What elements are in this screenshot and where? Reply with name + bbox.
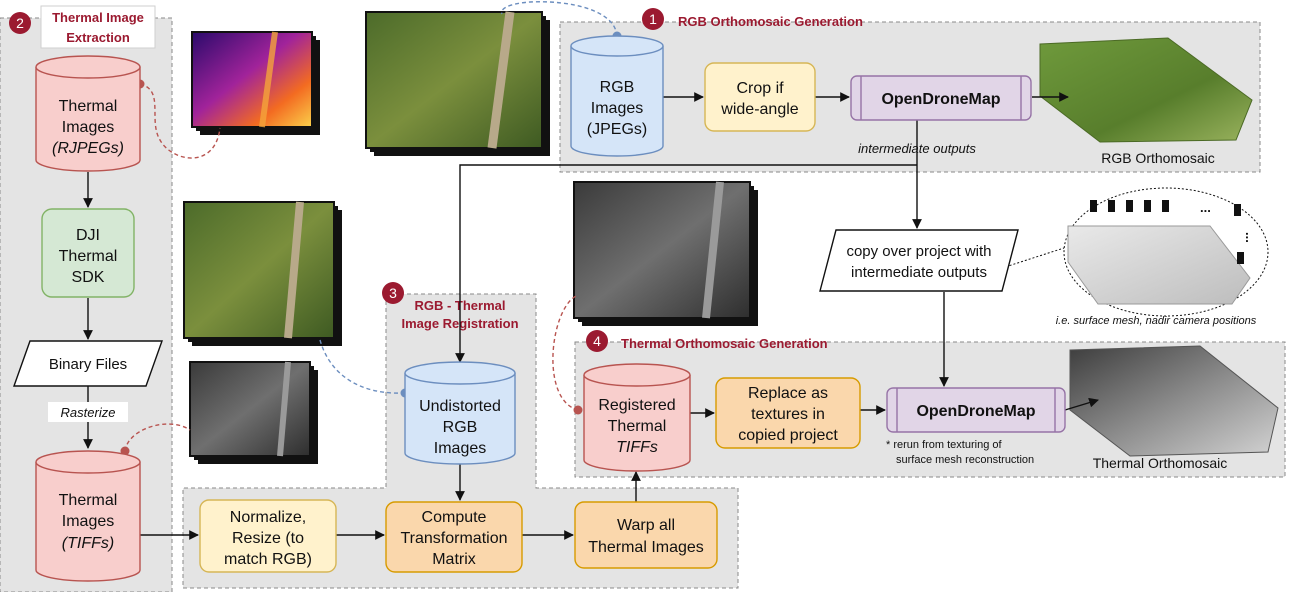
rgb-images-line1: RGB <box>600 79 635 96</box>
section-4-number: 4 <box>593 333 601 349</box>
grey-thermal-image-stack-left <box>189 361 318 464</box>
replace-textures-line2: textures in <box>751 406 825 423</box>
warp-line2: Thermal Images <box>588 539 704 556</box>
section-1-number: 1 <box>649 11 657 27</box>
undistorted-rgb-line2: RGB <box>443 419 478 436</box>
warp-node: Warp all Thermal Images <box>574 501 718 569</box>
crop-line1: Crop if <box>736 80 784 97</box>
replace-textures-line3: copied project <box>738 427 838 444</box>
intermediate-outputs-label: intermediate outputs <box>858 141 976 156</box>
section-1-title: RGB Orthomosaic Generation <box>678 14 863 29</box>
undistorted-rgb-node: Undistorted RGB Images <box>404 361 516 465</box>
compute-matrix-line1: Compute <box>422 509 487 526</box>
section-3-badge <box>382 282 404 304</box>
aerial-rgb-image-stack-mid <box>183 201 342 346</box>
registered-thermal-line1: Registered <box>598 397 675 414</box>
rerun-note-line2: surface mesh reconstruction <box>896 454 1034 466</box>
crop-node: Crop if wide-angle <box>704 62 816 132</box>
mesh-note: i.e. surface mesh, nadir camera position… <box>1056 315 1257 327</box>
thermal-tiffs-line3: (TIFFs) <box>62 535 114 552</box>
rgb-orthomosaic-image <box>1039 37 1253 143</box>
compute-matrix-line3: Matrix <box>432 551 476 568</box>
normalize-line1: Normalize, <box>230 509 306 526</box>
dji-sdk-line1: DJI <box>76 227 100 244</box>
thermal-orthomosaic-label: Thermal Orthomosaic <box>1093 455 1228 471</box>
dji-sdk-line2: Thermal <box>59 248 118 265</box>
registered-thermal-node: Registered Thermal TIFFs <box>583 363 691 472</box>
rgb-orthomosaic-label: RGB Orthomosaic <box>1101 150 1215 166</box>
section-2-header: 2 Thermal Image Extraction <box>9 5 156 49</box>
link-thermal-tiffs-images <box>124 423 191 452</box>
arrow-odm2-to-ortho <box>1064 397 1099 411</box>
link-rgb-images-top <box>500 1 618 37</box>
mesh-ellipsis-horizontal: ... <box>1200 200 1211 215</box>
section-2-number: 2 <box>16 15 24 31</box>
link-undistorted-rgb <box>319 339 406 394</box>
copy-project-line2: intermediate outputs <box>851 264 987 281</box>
link-registered-thermal <box>552 295 579 411</box>
compute-matrix-node: Compute Transformation Matrix <box>385 501 523 573</box>
rasterize-label: Rasterize <box>61 405 116 420</box>
thermal-rjpeg-node: Thermal Images (RJPEGs) <box>35 55 141 172</box>
section-2-title-line2: Extraction <box>66 30 130 45</box>
warp-line1: Warp all <box>617 517 675 534</box>
surface-mesh-illustration: ... ... <box>1063 187 1269 317</box>
thermal-tiffs-node: Thermal Images (TIFFs) <box>35 450 141 582</box>
rgb-images-line3: (JPEGs) <box>587 121 647 138</box>
aerial-rgb-image-stack-top <box>365 11 550 156</box>
thermal-rjpeg-line2: Images <box>62 119 114 136</box>
grey-thermal-image-stack-right <box>573 181 758 326</box>
thermal-rjpeg-line3: (RJPEGs) <box>52 140 124 157</box>
replace-textures-node: Replace as textures in copied project <box>715 377 861 449</box>
link-mesh-note <box>1001 247 1065 269</box>
thermal-tiffs-line2: Images <box>62 513 114 530</box>
section-4-header: 4 Thermal Orthomosaic Generation <box>586 330 828 352</box>
section-1-badge <box>642 8 664 30</box>
normalize-node: Normalize, Resize (to match RGB) <box>199 499 337 573</box>
dji-sdk-node: DJI Thermal SDK <box>41 208 135 298</box>
section-4-badge <box>586 330 608 352</box>
dji-sdk-line3: SDK <box>72 269 105 286</box>
normalize-line3: match RGB) <box>224 551 312 568</box>
rgb-images-node: RGB Images (JPEGs) <box>570 35 664 157</box>
crop-line2: wide-angle <box>720 101 798 118</box>
section-2-badge <box>9 12 31 34</box>
opendronemap-label-2: OpenDroneMap <box>916 403 1035 420</box>
mesh-ellipsis-vertical: ... <box>1243 232 1258 243</box>
thermal-rjpeg-line1: Thermal <box>59 98 118 115</box>
link-thermal-rjpeg-images <box>139 83 221 159</box>
binary-files-label: Binary Files <box>49 356 127 373</box>
rgb-images-line2: Images <box>591 100 643 117</box>
copy-project-line1: copy over project with <box>846 243 991 260</box>
opendronemap-node-2: OpenDroneMap <box>886 387 1066 433</box>
opendronemap-node-1: OpenDroneMap <box>850 75 1032 121</box>
registered-thermal-line2: Thermal <box>608 418 667 435</box>
section-1-header: 1 RGB Orthomosaic Generation <box>642 8 863 30</box>
replace-textures-line1: Replace as <box>748 385 828 402</box>
rerun-note-line1: * rerun from texturing of <box>886 439 1002 451</box>
undistorted-rgb-line3: Images <box>434 440 486 457</box>
undistorted-rgb-line1: Undistorted <box>419 398 501 415</box>
registered-thermal-line3: TIFFs <box>616 439 658 456</box>
opendronemap-label-1: OpenDroneMap <box>881 91 1000 108</box>
thermal-orthomosaic-image <box>1069 345 1279 457</box>
binary-files-node: Binary Files <box>13 340 163 387</box>
thermal-ir-image-stack <box>191 31 320 135</box>
section-4-title: Thermal Orthomosaic Generation <box>621 336 828 351</box>
section-2-title-line1: Thermal Image <box>52 10 144 25</box>
copy-project-node: copy over project with intermediate outp… <box>819 229 1019 292</box>
thermal-tiffs-line1: Thermal <box>59 492 118 509</box>
normalize-line2: Resize (to <box>232 530 304 547</box>
compute-matrix-line2: Transformation <box>401 530 508 547</box>
section-3-number: 3 <box>389 285 397 301</box>
arrow-intermediate-to-undistorted <box>455 164 917 363</box>
